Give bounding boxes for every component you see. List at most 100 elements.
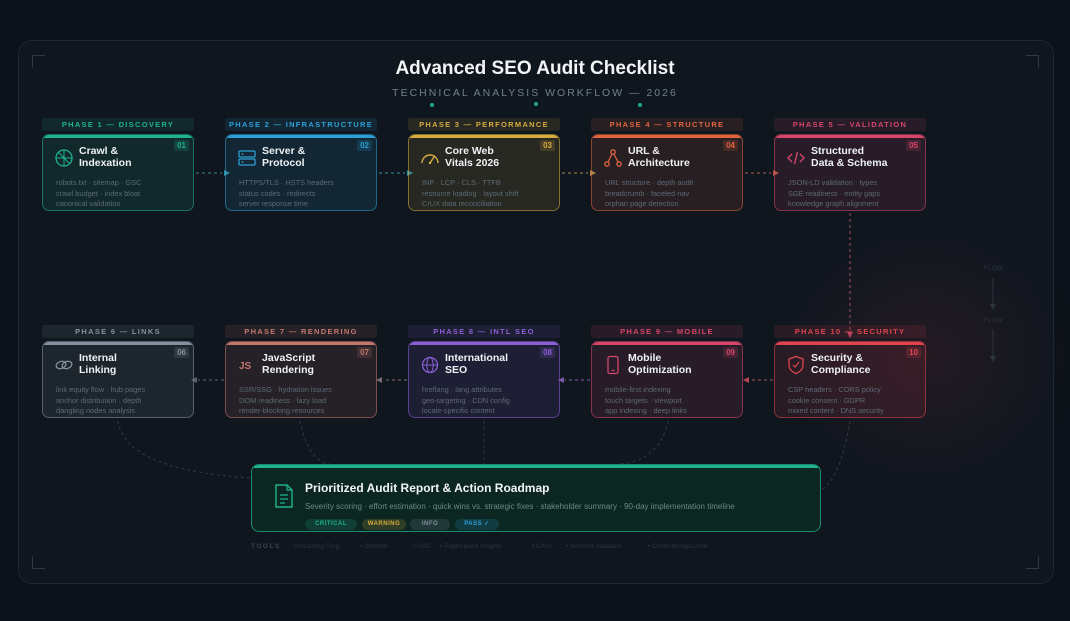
info-badge: INFO xyxy=(410,519,450,530)
server-icon xyxy=(238,150,256,166)
phase-3-label: PHASE 3 — PERFORMANCE xyxy=(408,118,560,131)
phase-number: 03 xyxy=(540,140,555,151)
flow-arrow xyxy=(990,304,996,310)
flow-arrow xyxy=(990,356,996,362)
phase-title: URL &Architecture xyxy=(628,145,690,169)
phase-2-label: PHASE 2 — INFRASTRUCTURE xyxy=(225,118,377,131)
phase-9-label: PHASE 9 — MOBILE xyxy=(591,325,743,338)
flow-label: FLOW xyxy=(984,265,1003,272)
phase-10-label: PHASE 10 — SECURITY xyxy=(774,325,926,338)
phase-number: 05 xyxy=(906,140,921,151)
phase-title: Security &Compliance xyxy=(811,352,871,376)
phase-1-label: PHASE 1 — DISCOVERY xyxy=(42,118,194,131)
critical-badge: CRITICAL xyxy=(305,519,357,530)
phase-7-label: PHASE 7 — RENDERING xyxy=(225,325,377,338)
phase-number: 04 xyxy=(723,140,738,151)
report-description: Severity scoring · effort estimation · q… xyxy=(305,502,735,511)
tool-item: • CrUX xyxy=(532,543,552,550)
tools-label: TOOLS xyxy=(251,543,281,550)
decor-dot xyxy=(534,102,538,106)
page-title: Advanced SEO Audit Checklist xyxy=(395,58,675,79)
phase-number: 07 xyxy=(357,347,372,358)
corner-mark xyxy=(32,556,45,569)
arrow-7-6 xyxy=(191,377,197,383)
phase-2-card[interactable]: 02 Server &Protocol HTTPS/TLS · HSTS hea… xyxy=(225,134,377,211)
gauge-icon xyxy=(421,154,439,165)
crawl-target-icon xyxy=(55,149,73,167)
connector-6-report xyxy=(117,420,252,479)
audit-report-card[interactable]: Prioritized Audit Report & Action Roadma… xyxy=(251,464,821,532)
flow-label: FLOW xyxy=(984,317,1003,324)
phase-number: 08 xyxy=(540,347,555,358)
arrow-10-9 xyxy=(743,377,749,383)
tool-item: Screaming Frog xyxy=(293,543,340,550)
globe-icon xyxy=(421,356,439,374)
connector-10-report xyxy=(820,420,851,491)
phase-title: Crawl &Indexation xyxy=(79,145,132,169)
phase-title: Server &Protocol xyxy=(262,145,306,169)
phase-number: 10 xyxy=(906,347,921,358)
phase-4-card[interactable]: 04 URL &Architecture URL structure · dep… xyxy=(591,134,743,211)
phase-number: 09 xyxy=(723,347,738,358)
corner-mark xyxy=(32,55,45,68)
warning-badge: WARNING xyxy=(362,519,406,530)
phase-number: 01 xyxy=(174,140,189,151)
link-icon xyxy=(55,360,73,370)
shield-icon xyxy=(788,355,804,375)
arrow-8-7 xyxy=(376,377,382,383)
tool-item: • GSC xyxy=(413,543,432,550)
corner-mark xyxy=(1026,55,1039,68)
connector-9-report xyxy=(619,420,669,465)
decor-dot xyxy=(638,103,642,107)
connector-7-report xyxy=(299,420,341,466)
phase-1-card[interactable]: 01 Crawl &Indexation robots.txt · sitema… xyxy=(42,134,194,211)
background-glow xyxy=(770,215,1070,495)
phase-10-card[interactable]: 10 Security &Compliance CSP headers · CO… xyxy=(774,341,926,418)
phase-5-label: PHASE 5 — VALIDATION xyxy=(774,118,926,131)
arrow-9-8 xyxy=(558,377,564,383)
phase-number: 02 xyxy=(357,140,372,151)
svg-text:JS: JS xyxy=(239,361,252,372)
phase-6-label: PHASE 6 — LINKS xyxy=(42,325,194,338)
phase-8-label: PHASE 8 — INTL SEO xyxy=(408,325,560,338)
pass-badge: PASS ✓ xyxy=(455,519,499,530)
document-icon xyxy=(275,484,293,508)
phase-4-label: PHASE 4 — STRUCTURE xyxy=(591,118,743,131)
page-subtitle: TECHNICAL ANALYSIS WORKFLOW — 2026 xyxy=(392,87,678,99)
tool-item: • Schema Validator xyxy=(566,543,621,550)
corner-mark xyxy=(1026,556,1039,569)
mobile-icon xyxy=(607,355,619,375)
decor-dot xyxy=(430,103,434,107)
report-title: Prioritized Audit Report & Action Roadma… xyxy=(305,481,550,495)
tool-item: • PageSpeed Insights xyxy=(440,543,503,550)
hierarchy-icon xyxy=(604,149,622,167)
js-icon: JS xyxy=(239,361,252,372)
tool-item: • Sitebulb xyxy=(360,543,388,550)
code-icon xyxy=(787,151,805,165)
tool-item: • ContentKing/Lumar xyxy=(648,543,709,550)
phase-number: 06 xyxy=(174,347,189,358)
arrow-5-10 xyxy=(847,332,853,338)
